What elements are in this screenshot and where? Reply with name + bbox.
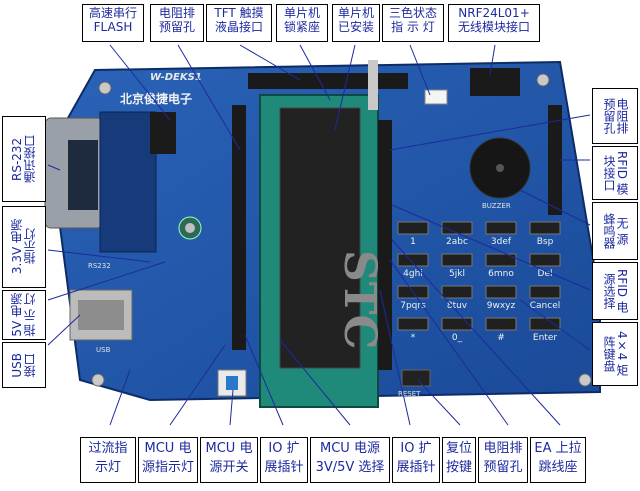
callout-tft-interface: TFT 触摸 液晶接口 xyxy=(206,4,272,42)
callout-mcu-voltage-select: MCU 电源 3V/5V 选择 xyxy=(310,437,390,483)
key-button xyxy=(485,285,517,299)
callout-reset-button: 复位 按键 xyxy=(442,437,476,483)
key-label: # xyxy=(497,333,505,343)
callout-overcurrent-led: 过流指 示灯 xyxy=(80,437,136,483)
key-button xyxy=(441,253,473,267)
key-label: Enter xyxy=(533,333,557,343)
callout-5v-led: 5V 电源 指 示 灯 xyxy=(2,290,46,340)
key-button xyxy=(529,253,561,267)
callout-io-header-right: IO 扩 展插针 xyxy=(392,437,440,483)
key-label: 9wxyz xyxy=(487,301,516,311)
key-label: 5jkl xyxy=(449,269,465,279)
callout-resistor-right: 电阻排 预留孔 xyxy=(592,88,638,144)
key-button xyxy=(397,253,429,267)
callout-rfid-interface: RFID 模 块接口 xyxy=(592,146,638,200)
key-button xyxy=(485,253,517,267)
key-button xyxy=(441,317,473,331)
key-label: 8tuv xyxy=(447,301,468,311)
callout-rs232: RS-232 通讯接口 xyxy=(2,116,46,202)
callout-serial-flash: 高速串行 FLASH xyxy=(82,4,144,42)
mounting-hole xyxy=(91,373,105,387)
key-button xyxy=(397,221,429,235)
silk-usb: USB xyxy=(96,346,111,354)
mounting-hole xyxy=(536,73,550,87)
key-label: * xyxy=(411,333,416,343)
silk-reset: RESET xyxy=(398,390,421,398)
callout-mcu-lock-socket: 单片机 锁紧座 xyxy=(276,4,328,42)
callout-keypad: 4×4 矩 阵键盘 xyxy=(592,322,638,386)
mounting-hole xyxy=(578,373,592,387)
mcu-chip xyxy=(279,107,361,369)
key-label: 3def xyxy=(491,237,512,247)
tft-header xyxy=(248,73,408,89)
key-label: Cancel xyxy=(530,301,561,311)
callout-rfid-power-select: RFID 电 源选择 xyxy=(592,262,638,320)
io-header-left xyxy=(232,105,246,350)
rfid-header xyxy=(548,105,562,215)
key-label: 6mno xyxy=(488,269,514,279)
status-led xyxy=(424,89,448,105)
io-header-right xyxy=(378,120,392,370)
key-button xyxy=(441,221,473,235)
key-label: 4ghi xyxy=(403,269,423,279)
callout-33v-led: 3.3V 电源 指示灯 xyxy=(2,206,46,288)
callout-nrf24-interface: NRF24L01+ 无线模块接口 xyxy=(448,4,540,42)
key-button xyxy=(441,285,473,299)
max232-chip xyxy=(150,112,176,154)
callout-mcu-installed: 单片机 已安装 xyxy=(332,4,380,42)
key-label: 1 xyxy=(410,237,416,247)
callout-mcu-power-switch: MCU 电 源开关 xyxy=(200,437,258,483)
key-label: 0_ xyxy=(452,333,463,343)
callout-io-header-left: IO 扩 展插针 xyxy=(260,437,308,483)
callout-passive-buzzer: 无 源 蜂鸣器 xyxy=(592,202,638,260)
key-label: Bsp xyxy=(537,237,554,247)
key-label: 7pqrs xyxy=(400,301,426,311)
key-button xyxy=(485,221,517,235)
callout-resistor-bottom: 电阻排 预留孔 xyxy=(478,437,528,483)
reset-button xyxy=(401,369,431,387)
callout-resistor-top: 电阻排 预留孔 xyxy=(150,4,204,42)
mounting-hole xyxy=(98,81,112,95)
callout-ea-jumper: EA 上拉 跳线座 xyxy=(530,437,586,483)
silk-model: W-DEKS1 xyxy=(150,72,202,83)
callout-usb: USB 接口 xyxy=(2,342,46,388)
keypad-4x4: 1 2abc 3def Bsp 4ghi 5jkl 6mno Del 7pqrs 8tuv 9wxy… xyxy=(397,221,561,343)
key-button xyxy=(529,317,561,331)
nrf-header xyxy=(470,68,520,96)
chip-mark: STC xyxy=(334,250,385,350)
silk-rs232: RS232 xyxy=(88,262,111,270)
callout-status-led: 三色状态 指 示 灯 xyxy=(382,4,444,42)
key-button xyxy=(529,221,561,235)
silk-buzzer: BUZZER xyxy=(482,202,511,210)
key-label: Del xyxy=(538,269,553,279)
key-button xyxy=(397,317,429,331)
key-button xyxy=(529,285,561,299)
key-label: 2abc xyxy=(446,237,468,247)
leader-lines xyxy=(47,44,591,426)
silk-title: 北京俊捷电子 xyxy=(120,91,192,106)
key-button xyxy=(485,317,517,331)
callout-mcu-power-led: MCU 电 源指示灯 xyxy=(138,437,198,483)
